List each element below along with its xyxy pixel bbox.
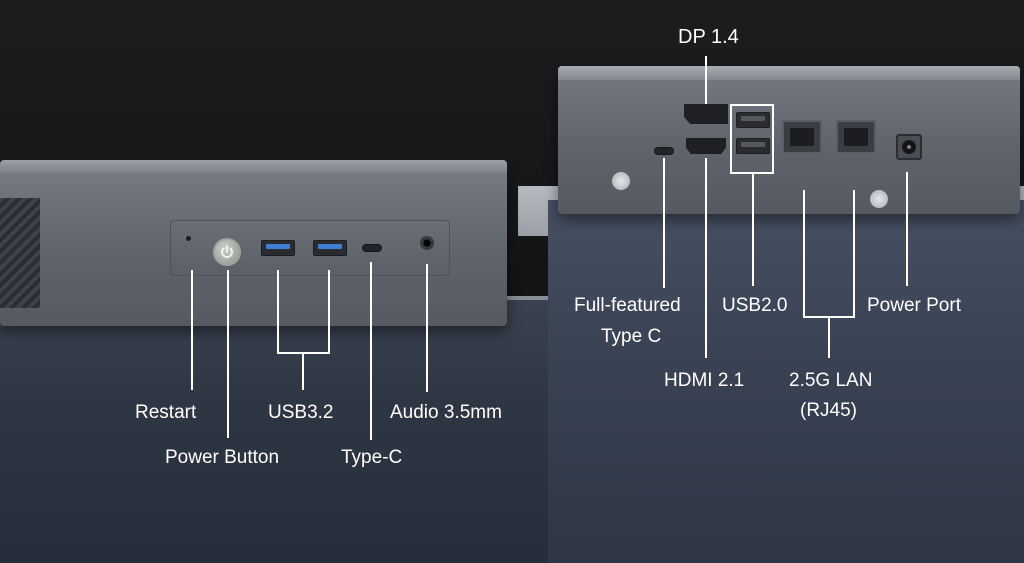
lan-callout-stem [828, 316, 830, 358]
full-type-c-label-line1: Full-featured [574, 295, 681, 316]
lan-callout-line-a [803, 190, 805, 318]
usb32-callout-line-a [277, 270, 279, 354]
audio-label: Audio 3.5mm [390, 402, 502, 423]
usb20-port-1 [736, 112, 770, 128]
front-port-panel [170, 220, 450, 276]
usb20-bracket-left [730, 104, 732, 174]
usb20-label: USB2.0 [722, 295, 788, 316]
rear-screw-right [870, 190, 888, 208]
full-type-c-label-line2: Type C [601, 326, 662, 347]
usb32-callout-line-b [328, 270, 330, 354]
restart-label: Restart [135, 402, 197, 423]
mini-pc-rear [558, 66, 1020, 214]
dp-callout-line [705, 56, 707, 104]
lan-port-1 [782, 120, 822, 154]
power-port-callout-line [906, 172, 908, 286]
power-button-port [213, 238, 241, 266]
type-c-front-port [362, 244, 382, 252]
usb32-label: USB3.2 [268, 402, 334, 423]
power-callout-line [227, 270, 229, 438]
usb20-bracket-bottom [730, 172, 774, 174]
restart-pinhole [186, 236, 191, 241]
dp-port [684, 104, 728, 124]
power-icon [221, 245, 233, 258]
lan-label-line1: 2.5G LAN [789, 370, 873, 391]
usb20-bracket-top [730, 104, 774, 106]
full-featured-type-c-port [654, 147, 674, 155]
hdmi-callout-line [705, 158, 707, 358]
left-pedestal [0, 300, 548, 563]
device-lid-rear [558, 66, 1020, 80]
usb20-callout-line [752, 174, 754, 286]
lan-callout-line-b [853, 190, 855, 318]
restart-callout-line [191, 270, 193, 390]
device-lid [0, 160, 507, 174]
type-c-label: Type-C [341, 447, 403, 468]
hdmi-label: HDMI 2.1 [664, 370, 745, 391]
dc-power-jack [896, 134, 922, 160]
power-button-label: Power Button [165, 447, 280, 468]
usb20-bracket-right [772, 104, 774, 174]
dp-label: DP 1.4 [678, 26, 739, 48]
side-vent [0, 198, 40, 308]
typec-callout-line [370, 262, 372, 440]
usb20-port-2 [736, 138, 770, 154]
full-type-c-callout-line [663, 158, 665, 288]
usb32-port-1 [261, 240, 295, 256]
hdmi-port [686, 138, 726, 154]
usb32-port-2 [313, 240, 347, 256]
lan-port-2 [836, 120, 876, 154]
lan-label-line2: (RJ45) [800, 400, 858, 421]
rear-screw-left [612, 172, 630, 190]
right-pedestal [548, 200, 1024, 563]
usb32-callout-stem [302, 352, 304, 390]
power-port-label: Power Port [867, 295, 961, 316]
audio-callout-line [426, 264, 428, 392]
audio-jack [420, 236, 434, 250]
